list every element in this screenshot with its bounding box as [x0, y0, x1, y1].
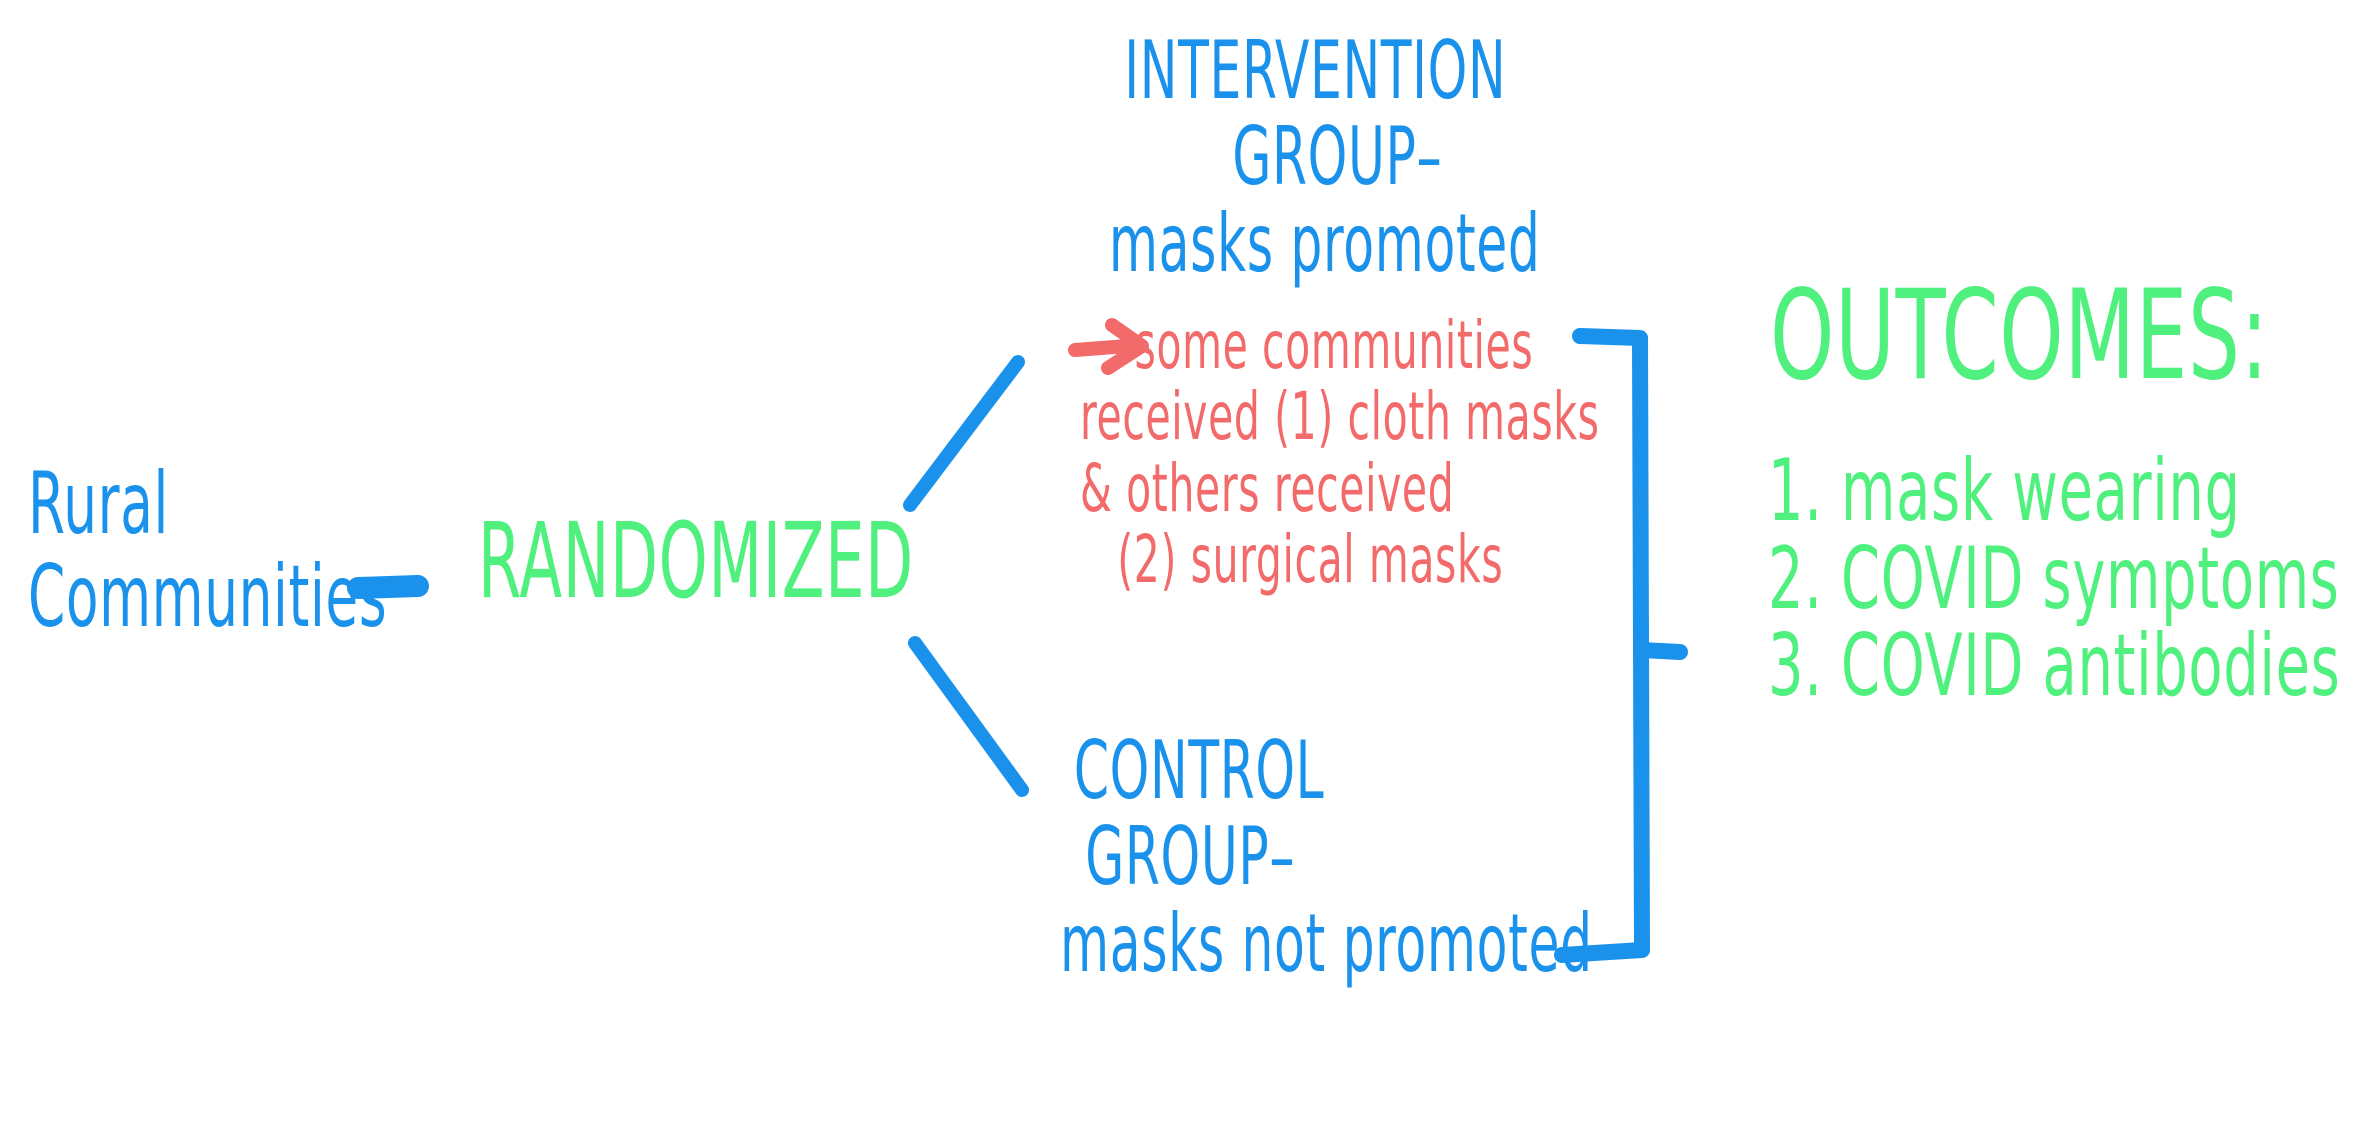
branch-line-intervention: [903, 355, 1025, 512]
outcome-item: 3. COVID antibodies: [1768, 616, 2341, 717]
note-line: (2) surgical masks: [1117, 520, 1504, 598]
label-line: masks not promoted: [1060, 896, 1593, 990]
outcomes-list: 1. mask wearing 2. COVID symptoms 3. COV…: [1768, 441, 2341, 717]
bracket-to-outcomes: [1554, 328, 1688, 963]
label-line: GROUP–: [1232, 110, 1443, 204]
branch-line-control: [908, 636, 1029, 797]
label-line: Rural: [28, 454, 169, 554]
note-line: & others received: [1080, 449, 1455, 527]
label-line: INTERVENTION: [1124, 24, 1507, 117]
outcome-item: 2. COVID symptoms: [1768, 528, 2340, 629]
arrow-icon: [1068, 318, 1149, 375]
control-group-label: CONTROL GROUP– masks not promoted: [1060, 724, 1593, 990]
randomized-label: RANDOMIZED: [478, 500, 914, 622]
outcomes-title: OUTCOMES:: [1770, 264, 2269, 408]
outcome-item: 1. mask wearing: [1768, 441, 2241, 541]
note-line: some communities: [1134, 307, 1534, 384]
connector-rural-randomized: [347, 575, 429, 599]
intervention-group-label: INTERVENTION GROUP– masks promoted: [1090, 24, 1541, 290]
label-line: masks promoted: [1108, 196, 1541, 290]
intervention-mask-note: some communities received (1) cloth mask…: [1080, 310, 1600, 595]
label-line: Communities: [28, 546, 388, 647]
label-line: CONTROL: [1073, 724, 1325, 817]
rural-communities-label: Rural Communities: [28, 458, 387, 644]
label-line: GROUP–: [1085, 810, 1296, 904]
note-line: received (1) cloth masks: [1080, 378, 1600, 456]
